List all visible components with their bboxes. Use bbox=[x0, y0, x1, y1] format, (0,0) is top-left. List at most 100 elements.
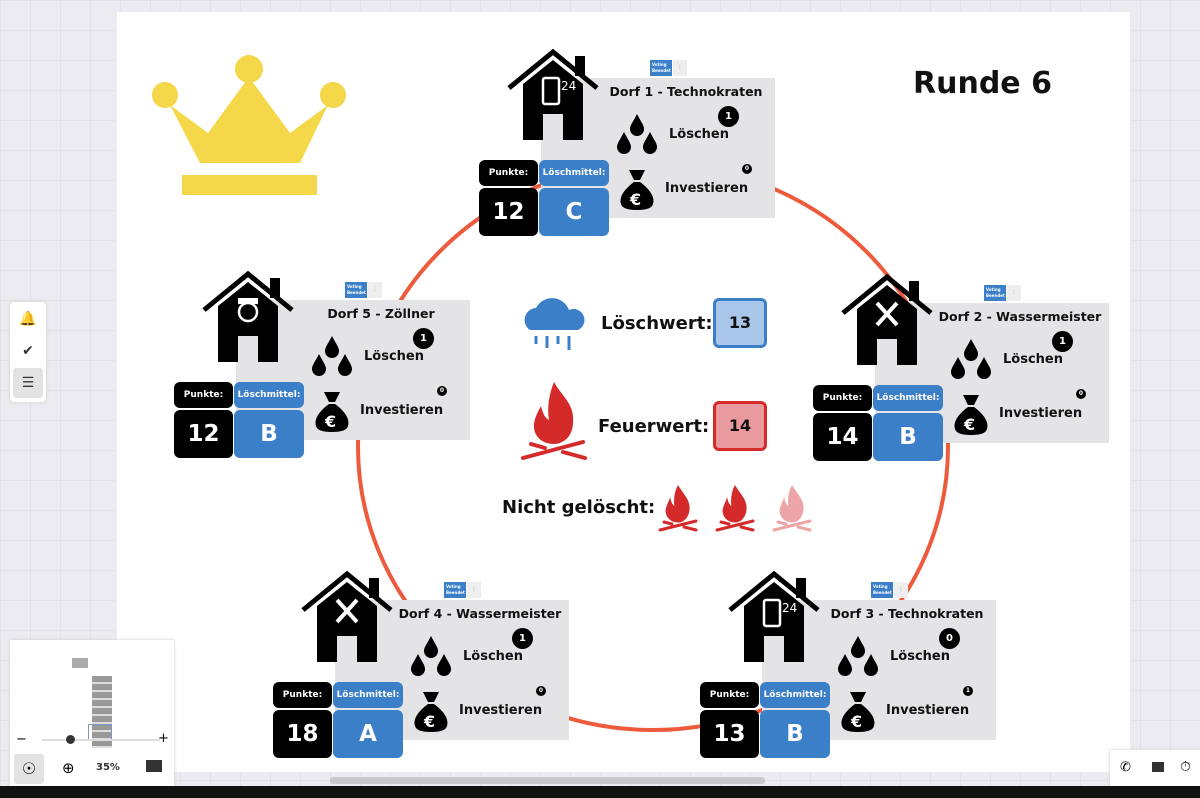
village-card: Voting Beendet ⋮ Dorf 4 - Wassermeister … bbox=[273, 570, 569, 758]
water-drops-icon bbox=[615, 114, 659, 156]
bell-icon[interactable]: 🔔 bbox=[19, 311, 37, 327]
investieren-label: Investieren bbox=[886, 703, 970, 718]
svg-text:€: € bbox=[324, 412, 336, 431]
minimap-panel: − + ☉ ⊕ 35% bbox=[10, 640, 174, 790]
investieren-label: Investieren bbox=[459, 703, 543, 718]
punkte-label: Punkte: bbox=[174, 382, 233, 408]
punkte-label: Punkte: bbox=[813, 385, 872, 411]
punkte-value: 12 bbox=[479, 188, 538, 236]
zoom-slider[interactable] bbox=[42, 739, 160, 741]
nicht-geloescht-label: Nicht gelöscht: bbox=[502, 497, 656, 518]
money-bag-icon: € bbox=[413, 690, 449, 732]
loeschen-vote-count: 1 bbox=[718, 106, 739, 127]
loeschmittel-value: B bbox=[760, 710, 830, 758]
svg-text:€: € bbox=[963, 415, 975, 434]
loeschen-vote-count: 1 bbox=[413, 328, 434, 349]
loeschen-label: Löschen bbox=[1003, 352, 1063, 367]
water-drops-icon bbox=[949, 339, 993, 381]
investieren-label: Investieren bbox=[360, 403, 444, 418]
more-menu-button[interactable]: ⋮ bbox=[673, 60, 687, 76]
zoom-in-button[interactable]: + bbox=[158, 731, 169, 746]
loeschmittel-value: B bbox=[234, 410, 304, 458]
zoom-magnifier-icon[interactable]: ⊕ bbox=[62, 759, 75, 777]
punkte-box: Punkte:14 bbox=[813, 385, 872, 462]
investieren-vote-count: 0 bbox=[437, 386, 447, 396]
voting-status-button[interactable]: Voting Beendet bbox=[871, 582, 893, 598]
loeschmittel-box: Löschmittel:A bbox=[333, 682, 403, 759]
more-menu-button[interactable]: ⋮ bbox=[1007, 285, 1021, 301]
crown-icon bbox=[152, 55, 346, 195]
loeschen-vote-count: 0 bbox=[939, 628, 960, 649]
village-card: 24 Voting Beendet ⋮ Dorf 3 - Technokrate… bbox=[700, 570, 996, 758]
investieren-vote-count: 0 bbox=[1076, 389, 1086, 399]
village-title: Dorf 4 - Wassermeister bbox=[398, 606, 562, 621]
money-bag-icon: € bbox=[314, 390, 350, 432]
voting-status-button[interactable]: Voting Beendet bbox=[650, 60, 672, 76]
fire-active-icon bbox=[656, 484, 700, 536]
fire-active-icon bbox=[713, 484, 757, 536]
horizontal-scrollbar[interactable] bbox=[330, 777, 765, 784]
feuerwert-label: Feuerwert: bbox=[598, 416, 710, 437]
loeschmittel-label: Löschmittel: bbox=[760, 682, 830, 708]
water-drops-icon bbox=[310, 336, 354, 378]
punkte-label: Punkte: bbox=[273, 682, 332, 708]
zoom-out-button[interactable]: − bbox=[16, 732, 27, 747]
house-tools-icon bbox=[299, 570, 395, 662]
loeschmittel-label: Löschmittel: bbox=[333, 682, 403, 708]
house-phone-24-icon: 24 bbox=[726, 570, 822, 662]
more-menu-button[interactable]: ⋮ bbox=[467, 582, 481, 598]
punkte-value: 12 bbox=[174, 410, 233, 458]
loeschen-vote-count: 1 bbox=[512, 628, 533, 649]
loeschen-label: Löschen bbox=[669, 127, 729, 142]
investieren-vote-count: 0 bbox=[536, 686, 546, 696]
village-card: Voting Beendet ⋮ Dorf 5 - Zöllner 1 Lösc… bbox=[174, 270, 470, 458]
loeschmittel-box: Löschmittel:C bbox=[539, 160, 609, 237]
rain-cloud-icon bbox=[524, 298, 585, 350]
bottom-bar bbox=[0, 786, 1200, 798]
voting-status-button[interactable]: Voting Beendet bbox=[345, 282, 367, 298]
minimap[interactable] bbox=[62, 648, 132, 748]
fire-inactive-icon bbox=[770, 484, 814, 536]
village-title: Dorf 2 - Wassermeister bbox=[938, 309, 1102, 324]
loeschmittel-box: Löschmittel:B bbox=[873, 385, 943, 462]
voting-status-button[interactable]: Voting Beendet bbox=[984, 285, 1006, 301]
loeschen-label: Löschen bbox=[890, 649, 950, 664]
loeschwert-value: 13 bbox=[713, 298, 767, 348]
loeschen-vote-count: 1 bbox=[1052, 331, 1073, 352]
check-circle-icon[interactable]: ✔ bbox=[22, 343, 34, 359]
timer-icon[interactable]: ⏱ bbox=[1180, 759, 1191, 775]
loeschmittel-label: Löschmittel: bbox=[873, 385, 943, 411]
laptop-icon[interactable] bbox=[146, 760, 162, 772]
punkte-label: Punkte: bbox=[700, 682, 759, 708]
more-menu-button[interactable]: ⋮ bbox=[894, 582, 908, 598]
voting-status-button[interactable]: Voting Beendet bbox=[444, 582, 466, 598]
investieren-label: Investieren bbox=[665, 181, 749, 196]
punkte-value: 14 bbox=[813, 413, 872, 461]
svg-text:€: € bbox=[850, 712, 862, 731]
round-label: Runde 6 bbox=[913, 66, 1052, 101]
punkte-box: Punkte:12 bbox=[174, 382, 233, 459]
compass-icon[interactable]: ☉ bbox=[14, 754, 44, 784]
loeschmittel-box: Löschmittel:B bbox=[760, 682, 830, 759]
list-icon[interactable]: ☰ bbox=[13, 368, 43, 398]
call-toolbar: ✆ ⏱ bbox=[1110, 750, 1200, 790]
punkte-box: Punkte:13 bbox=[700, 682, 759, 759]
presentation-icon[interactable] bbox=[1152, 762, 1164, 772]
village-title: Dorf 5 - Zöllner bbox=[327, 306, 435, 321]
water-drops-icon bbox=[836, 636, 880, 678]
village-card: 24 Voting Beendet ⋮ Dorf 1 - Technokrate… bbox=[479, 48, 775, 236]
punkte-label: Punkte: bbox=[479, 160, 538, 186]
svg-text:€: € bbox=[423, 712, 435, 731]
zoom-slider-handle[interactable] bbox=[65, 735, 75, 744]
zoom-level[interactable]: 35% bbox=[96, 762, 120, 773]
loeschmittel-label: Löschmittel: bbox=[539, 160, 609, 186]
punkte-box: Punkte:18 bbox=[273, 682, 332, 759]
punkte-value: 18 bbox=[273, 710, 332, 758]
phone-icon[interactable]: ✆ bbox=[1120, 760, 1131, 775]
investieren-label: Investieren bbox=[999, 406, 1083, 421]
campfire-icon bbox=[521, 382, 587, 460]
more-menu-button[interactable]: ⋮ bbox=[368, 282, 382, 298]
loeschmittel-value: A bbox=[333, 710, 403, 758]
loeschmittel-label: Löschmittel: bbox=[234, 382, 304, 408]
loeschen-label: Löschen bbox=[463, 649, 523, 664]
